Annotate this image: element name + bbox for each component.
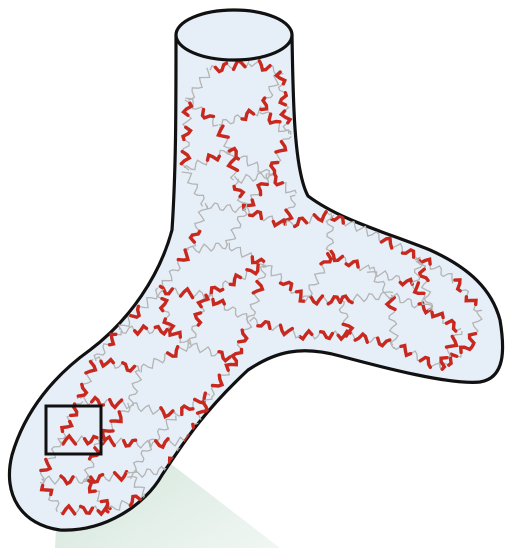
tube-opening bbox=[176, 10, 292, 60]
